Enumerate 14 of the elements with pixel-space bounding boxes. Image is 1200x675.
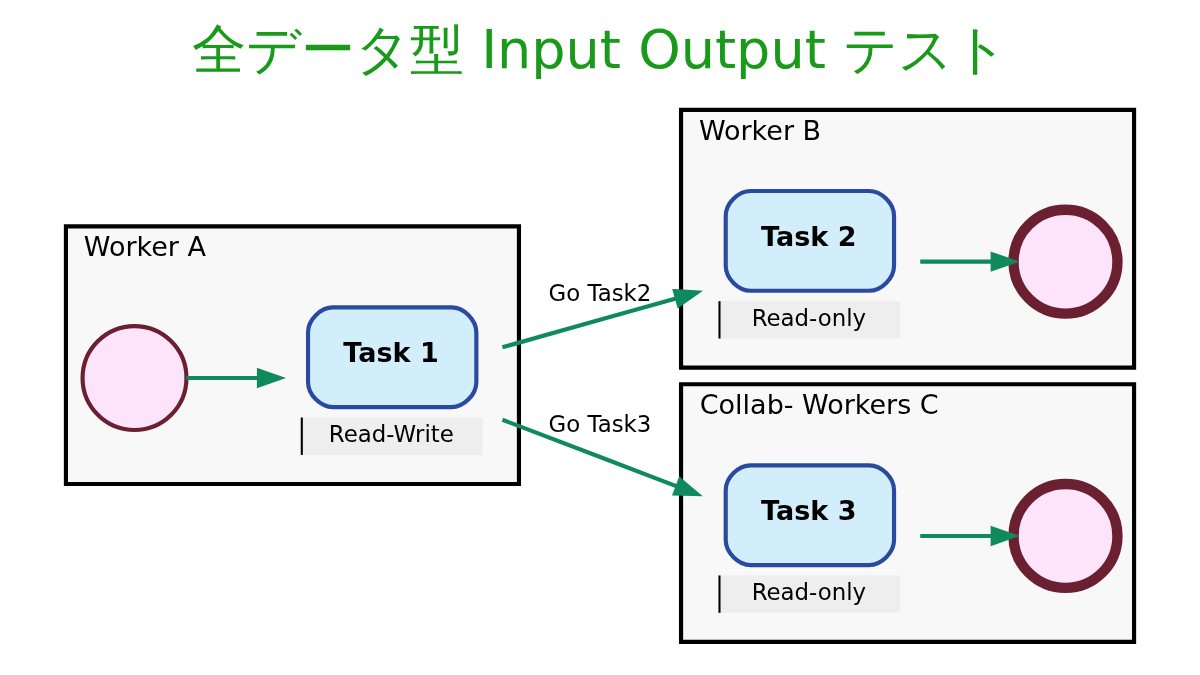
node-label: Read-Write (328, 421, 454, 448)
arrow (920, 251, 1020, 272)
diagram-title: 全データ型 Input Output テスト (191, 17, 1009, 81)
arrow (920, 525, 1020, 547)
node-label: Read-only (751, 304, 867, 331)
edge-label: Go Task3 (548, 410, 652, 437)
edge-label: Go Task2 (548, 279, 652, 306)
node-circle (1008, 478, 1123, 594)
arrow (501, 288, 703, 350)
arrow (501, 417, 703, 497)
node-circle (80, 324, 189, 433)
node-label: Read-only (751, 578, 867, 605)
node-circle (1008, 204, 1123, 319)
arrow (186, 367, 287, 389)
